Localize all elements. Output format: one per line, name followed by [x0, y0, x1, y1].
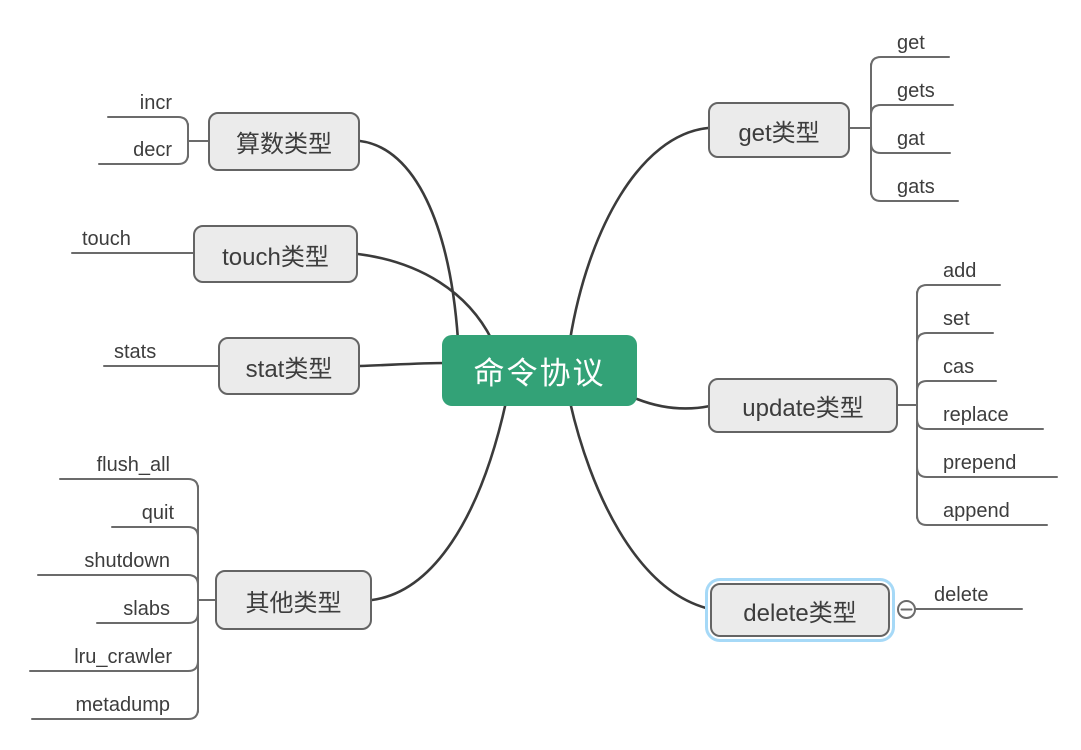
leaf-shutdown[interactable]: shutdown: [84, 550, 170, 572]
leaf-incr[interactable]: incr: [139, 92, 172, 114]
leaf-gats[interactable]: gats: [897, 176, 935, 198]
leaf-line-set: [916, 332, 994, 344]
leaf-metadump[interactable]: metadump: [75, 694, 171, 716]
leaf-set[interactable]: set: [943, 308, 970, 330]
leaf-touch[interactable]: touch: [82, 228, 131, 250]
leaf-cas[interactable]: cas: [943, 356, 975, 378]
leaf-lines: [29, 56, 1058, 720]
branch-node-update[interactable]: update类型: [708, 378, 898, 433]
curve-touch: [356, 252, 494, 342]
branch-node-stat[interactable]: stat类型: [218, 337, 360, 395]
leaf-line-incr: [107, 116, 189, 128]
branch-node-other[interactable]: 其他类型: [215, 570, 372, 630]
leaf-gat[interactable]: gat: [897, 128, 925, 150]
leaf-lru-crawler[interactable]: lru_crawler: [74, 646, 172, 668]
collapse-icon[interactable]: [897, 600, 916, 619]
leaf-line-flush-all: [59, 478, 199, 490]
leaf-add[interactable]: add: [943, 260, 977, 282]
leaf-delete[interactable]: delete: [934, 584, 989, 606]
leaf-replace[interactable]: replace: [943, 404, 1009, 426]
leaf-gets[interactable]: gets: [897, 80, 935, 102]
leaf-line-cas: [916, 380, 997, 392]
leaf-line-add: [916, 284, 1001, 296]
leaf-line-get: [870, 56, 950, 68]
branch-node-get[interactable]: get类型: [708, 102, 850, 158]
leaf-line-shutdown: [37, 574, 199, 586]
branch-node-arith[interactable]: 算数类型: [208, 112, 360, 171]
curve-arith: [358, 139, 460, 342]
curve-update: [635, 397, 712, 410]
branch-node-touch[interactable]: touch类型: [193, 225, 358, 283]
curve-get: [568, 126, 710, 342]
curve-delete: [568, 400, 708, 610]
leaf-line-quit: [111, 526, 199, 538]
curve-stat: [358, 361, 448, 368]
leaf-decr[interactable]: decr: [133, 139, 172, 161]
branch-curves: [356, 126, 712, 610]
leaf-append[interactable]: append: [943, 500, 1010, 522]
leaf-slabs[interactable]: slabs: [123, 598, 170, 620]
leaf-quit[interactable]: quit: [141, 502, 174, 524]
branch-node-delete[interactable]: delete类型: [705, 578, 895, 642]
leaf-get[interactable]: get: [897, 32, 925, 54]
curve-other: [370, 400, 508, 602]
root-node[interactable]: 命令协议: [442, 335, 637, 406]
leaf-prepend[interactable]: prepend: [943, 452, 1017, 474]
leaf-flush-all[interactable]: flush_all: [96, 454, 170, 476]
leaf-line-gets: [870, 104, 954, 116]
leaf-stats[interactable]: stats: [114, 341, 157, 363]
